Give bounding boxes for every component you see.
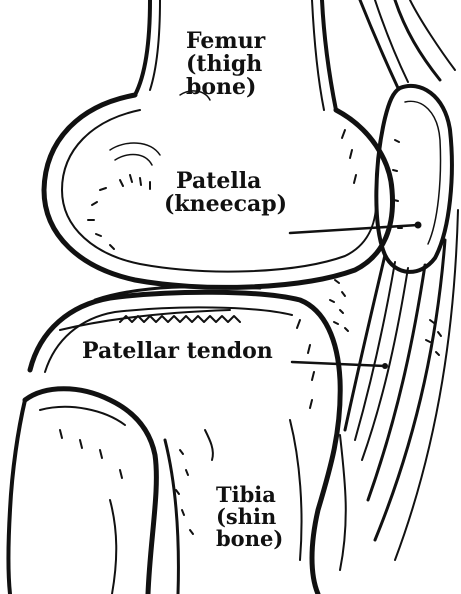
femur-label-line3: bone) [186, 76, 265, 99]
tibia-label: Tibia (shin bone) [216, 484, 283, 550]
quadriceps-tendon [360, 0, 455, 88]
patellar-tendon-label-line1: Patellar tendon [82, 340, 273, 363]
patella-label: Patella (kneecap) [164, 170, 287, 216]
fibula-bone [9, 389, 157, 594]
tibia-label-line1: Tibia [216, 484, 283, 506]
femur-label-line2: (thigh [186, 53, 265, 76]
patella-bone [376, 86, 452, 272]
tibia-label-line2: (shin [216, 506, 283, 528]
patellar-tendon-label: Patellar tendon [82, 340, 273, 363]
patella-label-line2: (kneecap) [164, 193, 287, 216]
patella-label-line1: Patella [164, 170, 287, 193]
femur-label: Femur (thigh bone) [186, 30, 265, 99]
femur-label-line1: Femur [186, 30, 265, 53]
patellar-tendon [340, 210, 458, 570]
tibia-label-line3: bone) [216, 528, 283, 550]
